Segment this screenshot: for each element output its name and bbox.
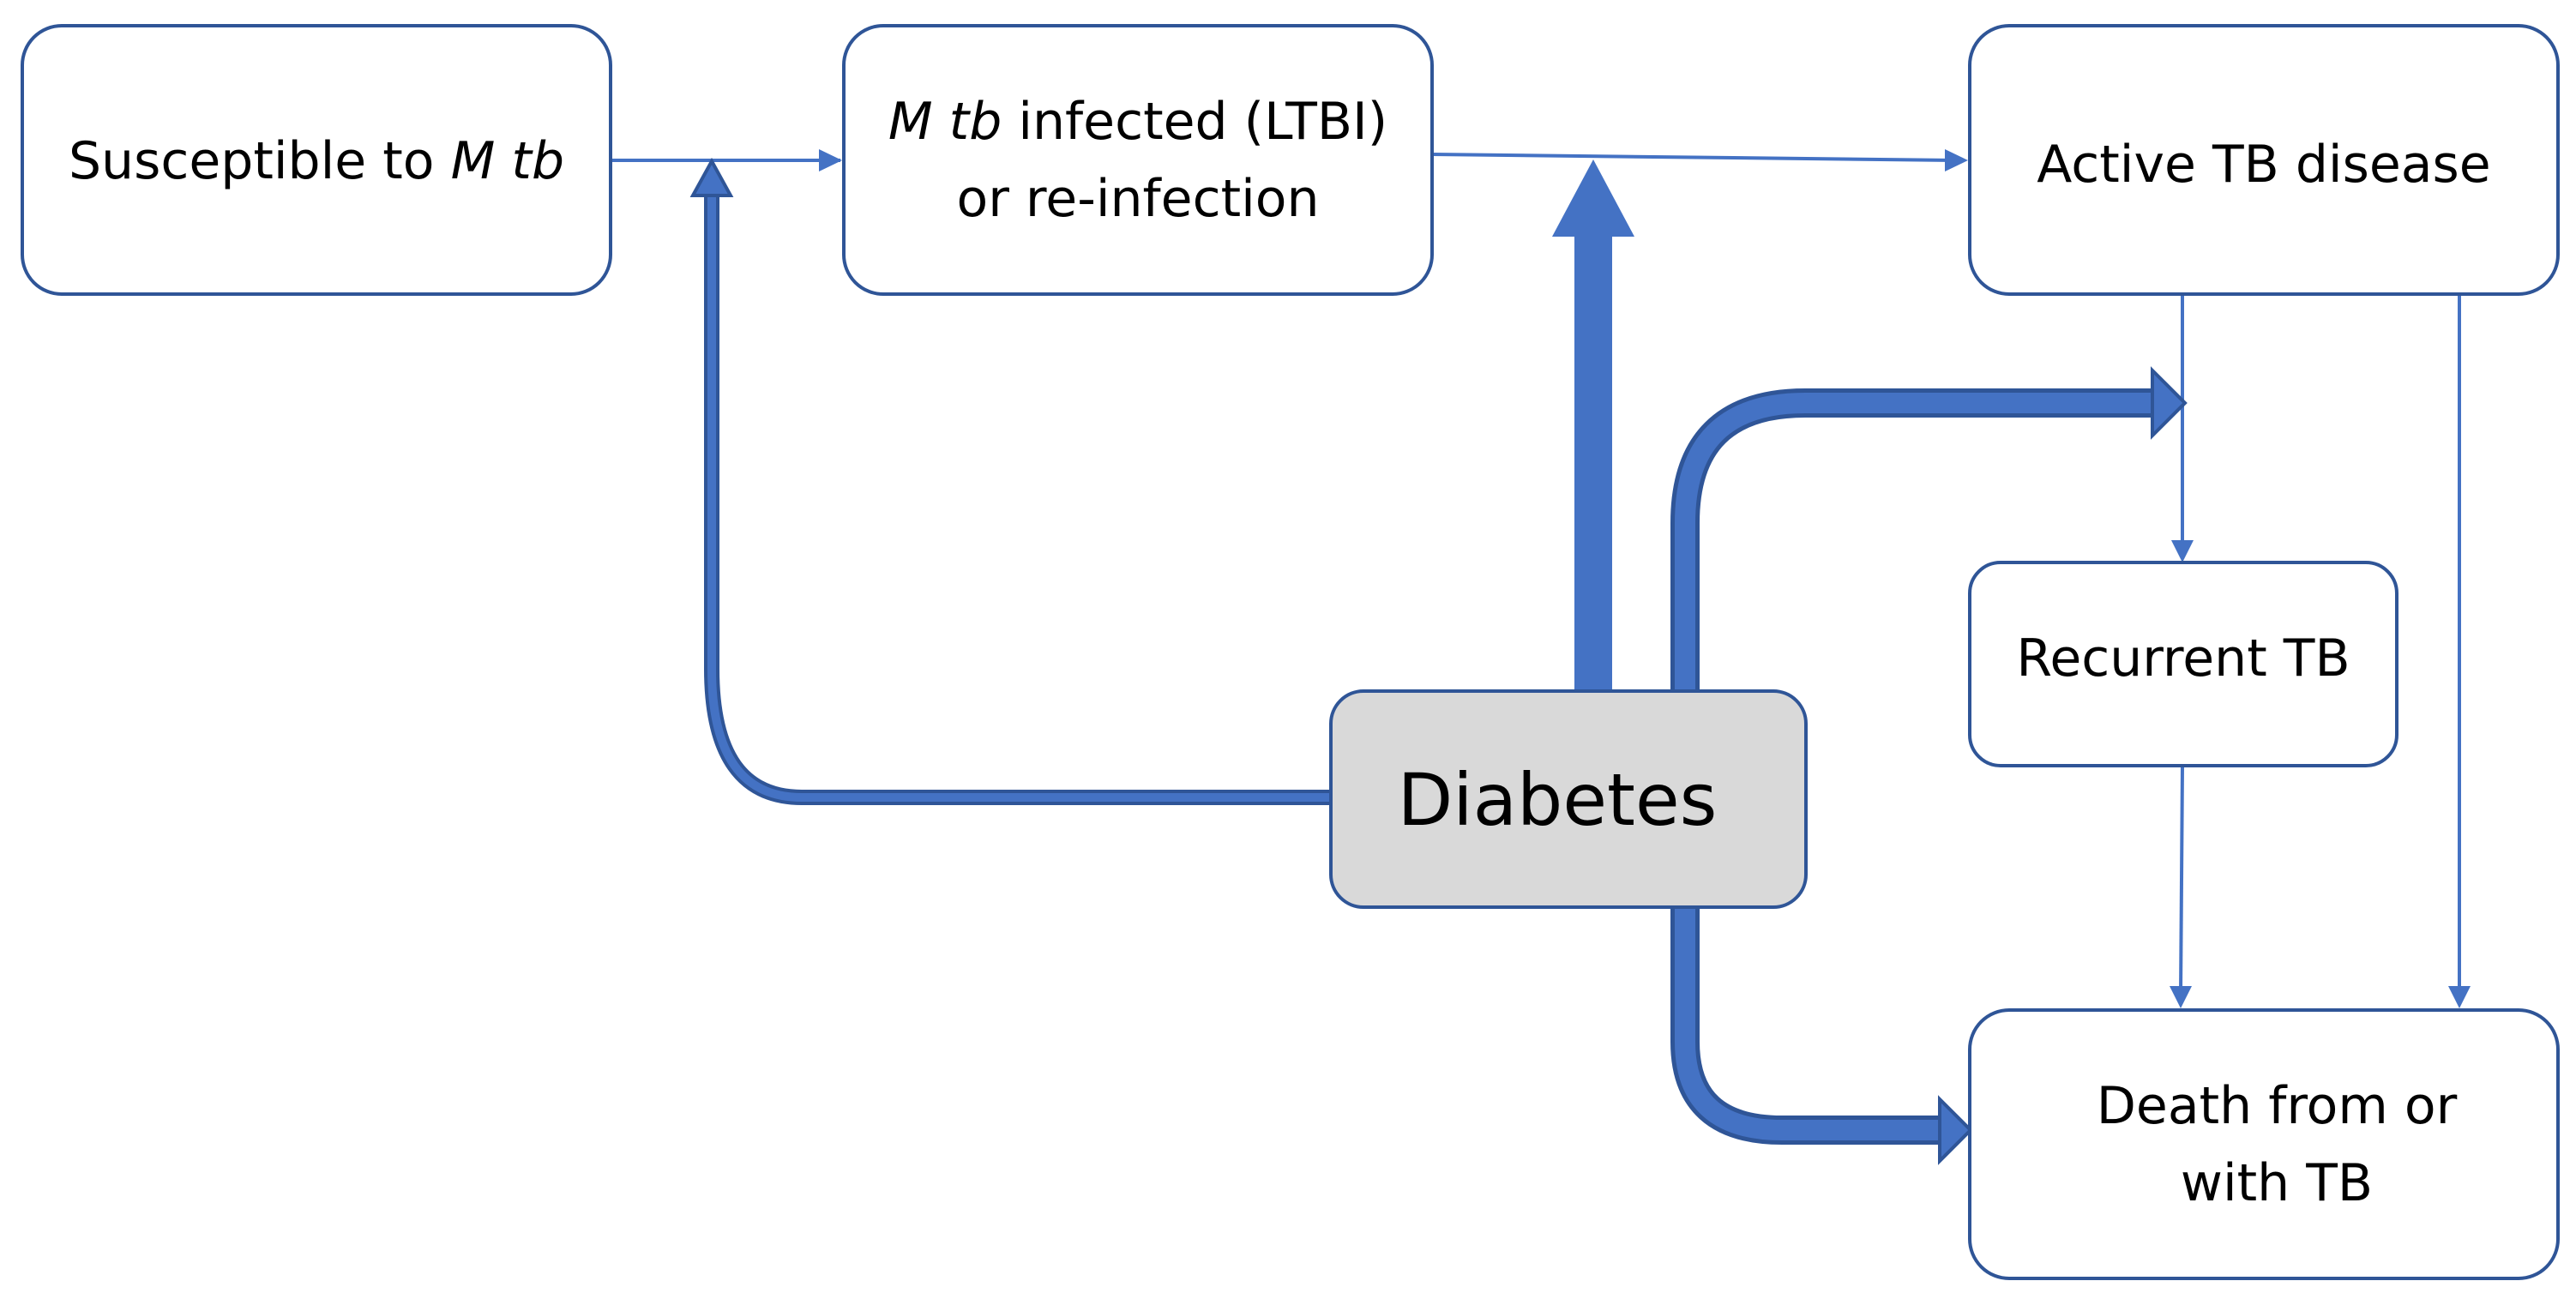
arrow-diabetes-to-recurrent — [1675, 393, 2157, 691]
arrowhead-infected-to-active — [1945, 149, 1968, 171]
arrowhead-active-to-death — [2448, 986, 2471, 1008]
arrowhead-recurrent-to-death — [2170, 986, 2192, 1008]
diabetes-effect-arrows — [689, 157, 2188, 1165]
arrowhead-diabetes-to-recurrent — [2151, 366, 2188, 440]
node-active: Active TB disease — [1968, 24, 2560, 296]
arrow-recurrent-to-death — [2179, 765, 2184, 995]
node-death-label-line1: Death from or — [2097, 1076, 2458, 1136]
arrow-infected-to-active — [1431, 153, 1956, 162]
node-death: Death from or with TB — [1968, 1008, 2560, 1280]
node-infected: M tb infected (LTBI) or re-infection — [842, 24, 1434, 296]
node-death-label-line2: with TB — [2181, 1153, 2373, 1213]
arrow-diabetes-to-death-outline — [1670, 907, 1942, 1145]
node-active-label: Active TB disease — [2037, 135, 2490, 195]
node-diabetes-label: Diabetes — [1398, 758, 1718, 842]
arrowhead-susceptible-to-infected — [819, 149, 842, 171]
arrowhead-diabetes-to-death — [1938, 1095, 1973, 1165]
node-susceptible-label: Susceptible to M tb — [69, 131, 564, 191]
arrowhead-diabetes-to-active — [1552, 159, 1634, 237]
arrowhead-diabetes-to-infection — [689, 157, 734, 197]
node-infected-label-line1: M tb infected (LTBI) — [888, 92, 1387, 152]
node-recurrent: Recurrent TB — [1968, 561, 2398, 767]
node-infected-label-line2: or re-infection — [956, 169, 1319, 229]
arrow-diabetes-to-death — [1675, 907, 1942, 1140]
thin-arrows — [611, 149, 2471, 1008]
node-diabetes: Diabetes — [1329, 689, 1808, 909]
arrowhead-active-to-recurrent — [2171, 540, 2194, 562]
node-susceptible: Susceptible to M tb — [21, 24, 612, 296]
node-recurrent-label: Recurrent TB — [2016, 628, 2350, 689]
arrow-diabetes-to-infection — [707, 197, 1331, 802]
arrow-diabetes-to-active-shaft — [1574, 233, 1612, 691]
